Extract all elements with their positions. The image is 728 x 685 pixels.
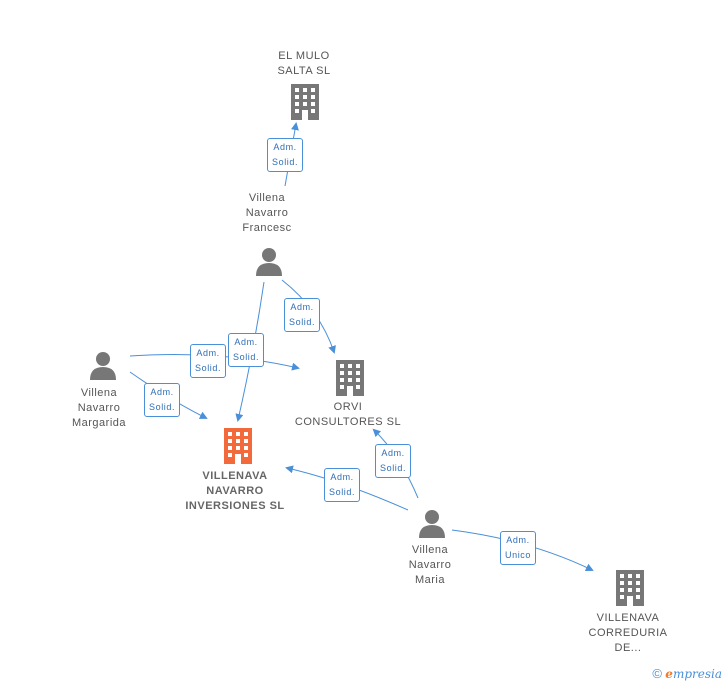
edge-role: Adm. [381,448,405,458]
edge-type: Solid. [195,363,222,373]
brand-initial: e [665,667,673,681]
node-label-line: VILLENAVA [202,470,268,482]
node-label-line: Navarro [245,207,289,219]
building-focus-icon[interactable] [224,428,252,464]
node-label-el-mulo-salta[interactable]: EL MULO SALTA SL [277,49,330,79]
node-label-line: Navarro [408,559,452,571]
edge-label-francesc-orvi[interactable]: Adm. Solid. [284,298,321,332]
node-label-line: Villena [248,192,286,204]
building-icon[interactable] [291,84,319,120]
edge-role: Adm. [330,472,354,482]
node-label-villena-maria[interactable]: Villena Navarro Maria [409,543,452,588]
node-label-line: Margarida [71,417,127,429]
node-label-villenava-correduria[interactable]: VILLENAVA CORREDURIA DE... [589,611,668,656]
person-icon[interactable] [88,350,118,380]
brand-name: mpresia [672,667,722,681]
node-label-villena-margarida[interactable]: Villena Navarro Margarida [72,386,126,431]
edge-type: Unico [505,550,532,560]
node-label-line: CORREDURIA [588,627,668,639]
node-label-line: INVERSIONES SL [185,500,285,512]
node-label-line: Francesc [242,222,292,234]
node-label-orvi-consultores[interactable]: ORVI CONSULTORES SL [295,400,401,430]
edge-role: Adm. [150,387,174,397]
node-label-line: Villena [80,387,118,399]
edge-label-maria-inversiones[interactable]: Adm. Solid. [324,468,361,502]
edge-role: Adm. [506,535,530,545]
node-label-villena-francesc[interactable]: Villena Navarro Francesc [242,191,291,236]
edge-role: Adm. [196,348,220,358]
node-label-line: NAVARRO [206,485,264,497]
edge-label-margarida-inversiones[interactable]: Adm. Solid. [144,383,181,417]
edge-role: Adm. [290,302,314,312]
building-icon[interactable] [616,570,644,606]
node-label-line: ORVI [333,401,363,413]
node-label-line: Maria [414,574,445,586]
node-label-line: SALTA SL [277,65,331,77]
node-label-line: VILLENAVA [596,612,660,624]
edge-type: Solid. [272,157,299,167]
copyright-symbol: © [652,666,662,681]
edge-label-francesc-inversiones[interactable]: Adm. Solid. [228,333,265,367]
edge-label-maria-correduria[interactable]: Adm. Unico [500,531,537,565]
building-icon[interactable] [336,360,364,396]
edge-role: Adm. [273,142,297,152]
edge-type: Solid. [149,402,176,412]
node-label-line: Navarro [77,402,121,414]
edge-label-maria-orvi[interactable]: Adm. Solid. [375,444,412,478]
edge-type: Solid. [233,352,260,362]
node-label-line: DE... [614,642,642,654]
edge-type: Solid. [329,487,356,497]
brand-logo[interactable]: empresia [665,667,722,681]
edge-type: Solid. [289,317,316,327]
edge-label-francesc-elmulo[interactable]: Adm. Solid. [267,138,304,172]
node-label-line: CONSULTORES SL [294,416,402,428]
edge-label-margarida-orvi[interactable]: Adm. Solid. [190,344,227,378]
edge-role: Adm. [234,337,258,347]
node-label-line: EL MULO [278,50,330,62]
node-label-villenava-inversiones[interactable]: VILLENAVA NAVARRO INVERSIONES SL [185,469,284,514]
node-label-line: Villena [411,544,449,556]
person-icon[interactable] [254,246,284,276]
edge-type: Solid. [380,463,407,473]
copyright-footer: © empresia [652,666,722,681]
person-icon[interactable] [417,508,447,538]
